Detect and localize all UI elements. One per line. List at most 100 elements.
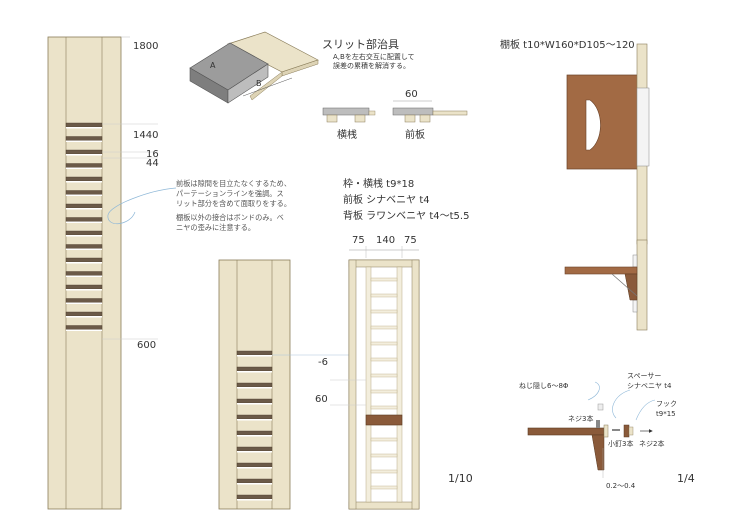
slat-highlight <box>66 248 102 250</box>
slat <box>236 478 273 484</box>
slat <box>236 366 273 372</box>
slat-highlight <box>66 329 102 331</box>
dim-1800: 1800 <box>133 41 158 52</box>
frame-dim-gap: -6 <box>318 357 328 368</box>
label-screw-hide: ねじ隠し6〜8Φ <box>519 381 569 390</box>
jig-label-maeita: 前板 <box>405 128 425 141</box>
slat-highlight <box>66 167 102 169</box>
label-hook-size: t9*15 <box>656 410 676 418</box>
slat-highlight <box>66 127 102 129</box>
frame-rung <box>370 293 398 298</box>
hook-detail: ねじ隠し6〜8Φ スペーサー シナベニヤ t4 ネジ3本 フック t9*15 小… <box>519 372 677 490</box>
slat <box>65 122 103 128</box>
frame-rung <box>370 373 398 378</box>
slat <box>65 176 103 182</box>
material-line-2: 前板 シナベニヤ t4 <box>343 193 430 206</box>
frame-dim-75-right: 75 <box>404 235 417 246</box>
slat <box>65 298 103 303</box>
jig-label-yokosan: 横桟 <box>337 128 357 141</box>
jig-label-b: B <box>256 79 262 88</box>
slat-highlight <box>66 275 102 277</box>
slat-highlight <box>237 451 272 453</box>
jig-desc-1: A,Bを左右交互に配置して <box>333 52 415 61</box>
shelf-cutout <box>585 99 601 151</box>
slat-highlight <box>237 483 272 485</box>
slat <box>236 446 273 452</box>
frame-rung <box>370 389 398 394</box>
jig-title: スリット部治具 <box>322 37 399 51</box>
label-nail-3: 小釘3本 <box>608 439 633 448</box>
frame-rung <box>370 469 398 474</box>
slat <box>65 271 103 276</box>
material-line-1: 枠・横桟 t9*18 <box>343 177 414 190</box>
slat-highlight <box>237 403 272 405</box>
note-line-5: 棚板以外の接合はボンドのみ。ベ <box>176 213 284 222</box>
scale-1-4: 1/4 <box>677 472 695 485</box>
dim-44: 44 <box>146 158 159 169</box>
dim-16: 16 <box>146 149 159 160</box>
slat-highlight <box>66 221 102 223</box>
shelf-detail: 棚板 t10*W160*D105〜120 ねじ隠し6〜8Φ <box>500 38 695 490</box>
slat-highlight <box>237 467 272 469</box>
label-hook: フック <box>656 400 677 408</box>
slat <box>65 163 103 168</box>
slat <box>65 230 103 236</box>
slat-highlight <box>237 499 272 501</box>
slat-highlight <box>66 154 102 156</box>
frame-rung <box>370 325 398 330</box>
slat-highlight <box>237 419 272 421</box>
construction-note: 前板は隙間を目立たなくするため、 パーテーションラインを強調。ス リット部分を含… <box>107 179 291 232</box>
frame-rung <box>370 341 398 346</box>
note-line-2: パーテーションラインを強調。ス <box>176 189 284 198</box>
material-line-3: 背板 ラワンベニヤ t4〜t5.5 <box>343 209 469 222</box>
main-elevation: 1800 1440 16 44 600 <box>47 36 159 510</box>
slat-highlight <box>66 208 102 210</box>
slat <box>65 244 103 249</box>
shelf-title: 棚板 t10*W160*D105〜120 <box>500 38 635 51</box>
slat <box>236 414 273 420</box>
slat-highlight <box>66 235 102 237</box>
slat <box>65 284 103 290</box>
frame-rung <box>370 453 398 458</box>
slat-highlight <box>237 435 272 437</box>
shelf-board <box>566 74 646 170</box>
dim-1440: 1440 <box>133 130 158 141</box>
jig-label-a: A <box>210 61 216 70</box>
frame-rung <box>370 485 398 490</box>
note-line-3: リット部分を含めて面取りをする。 <box>176 199 291 208</box>
main-slats <box>65 122 103 331</box>
slat-highlight <box>66 302 102 304</box>
label-screw-2: ネジ2本 <box>639 439 664 448</box>
frame-dim-60: 60 <box>315 394 328 405</box>
slat-highlight <box>237 355 272 357</box>
slat <box>236 462 273 468</box>
frame-rung <box>370 277 398 282</box>
slat-highlight <box>66 140 102 142</box>
slat <box>65 217 103 222</box>
slat <box>65 136 103 141</box>
slat-highlight <box>66 289 102 291</box>
slat <box>236 430 273 436</box>
slat-highlight <box>66 181 102 183</box>
scale-1-10: 1/10 <box>448 472 473 485</box>
jig-section-yokosan: 横桟 <box>322 107 376 141</box>
frame-elevation: 75 140 75 -6 60 1/10 <box>315 235 473 510</box>
note-line-1: 前板は隙間を目立たなくするため、 <box>176 179 291 188</box>
frame-rung <box>370 357 398 362</box>
note-line-6: ニヤの歪みに注意する。 <box>176 223 255 232</box>
detail-slats <box>236 350 273 501</box>
slit-jig: A B スリット部治具 A,Bを左右交互に配置して 誤差の累積を解消する。 横桟… <box>189 31 468 141</box>
slat <box>65 257 103 263</box>
label-screw-3: ネジ3本 <box>568 414 593 423</box>
slat-highlight <box>237 371 272 373</box>
dim-600: 600 <box>137 340 156 351</box>
slat <box>236 382 273 388</box>
slat <box>236 398 273 404</box>
slat <box>236 350 273 356</box>
frame-rung <box>370 309 398 314</box>
jig-dim-60: 60 <box>405 89 418 100</box>
detail-elevation <box>218 259 370 510</box>
frame-dim-75-left: 75 <box>352 235 365 246</box>
slat <box>236 494 273 500</box>
